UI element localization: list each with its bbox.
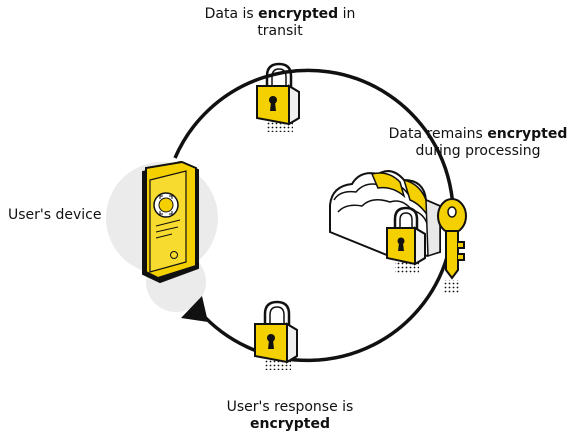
padlock-icon (386, 206, 426, 274)
label-text: during processing (415, 143, 541, 159)
key-icon (437, 198, 467, 294)
label-emphasis: encrypted (258, 6, 339, 22)
label-text: User's response is (226, 399, 354, 415)
label-emphasis: encrypted (487, 126, 568, 142)
padlock-icon (254, 300, 298, 370)
label-text: Data remains (388, 126, 488, 142)
label-emphasis: encrypted (249, 416, 331, 432)
arrow-head-icon (181, 296, 208, 322)
label-text: in transit (257, 6, 356, 39)
cycle-ring (173, 68, 455, 363)
label-users-device: User's device (8, 207, 128, 224)
label-encrypted-in-transit: Data is encrypted in transit (180, 6, 380, 40)
label-response-encrypted: User's response is encrypted (190, 399, 390, 433)
phone-icon (142, 160, 199, 284)
label-encrypted-during-processing: Data remains encrypted during processing (372, 126, 584, 160)
label-text: User's device (8, 207, 102, 223)
padlock-icon (256, 62, 300, 132)
label-text: Data is (204, 6, 259, 22)
